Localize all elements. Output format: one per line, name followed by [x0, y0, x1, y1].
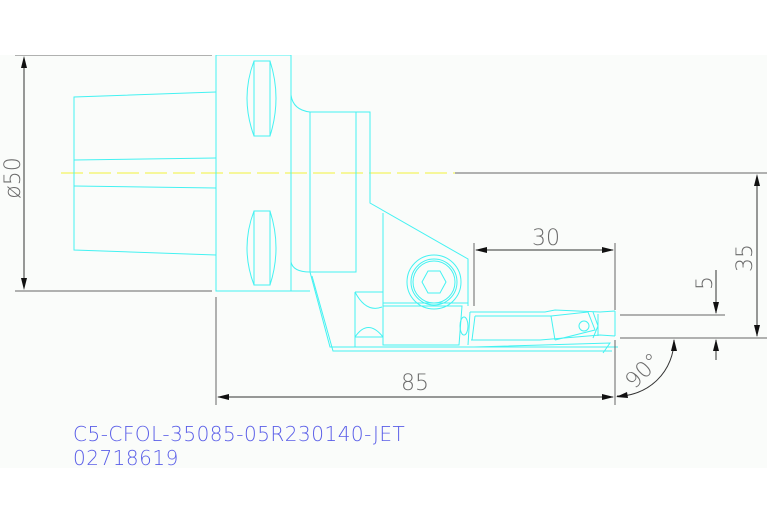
total-length-label: 85	[401, 371, 429, 396]
dimension-diameter: ø50	[1, 55, 212, 292]
clamp-screw	[406, 254, 462, 310]
drawing-canvas: ø50 35 30 5	[0, 55, 767, 470]
diameter-label: ø50	[1, 157, 26, 198]
tip-offset-label: 5	[693, 276, 718, 290]
flange	[215, 55, 292, 292]
overhang-label: 30	[532, 226, 560, 251]
angle-label: 90°	[621, 349, 666, 394]
technical-drawing: ø50 35 30 5	[1, 55, 767, 405]
boring-bar	[459, 309, 616, 354]
dimension-total-length: 85	[215, 297, 616, 405]
dimension-tip-offset: 5	[620, 270, 725, 360]
body	[216, 94, 618, 352]
article-number: 02718619	[73, 446, 179, 470]
height-label: 35	[733, 244, 758, 272]
dimension-angle: 90°	[616, 339, 677, 398]
shank-taper	[73, 91, 217, 256]
dimension-height: 35	[455, 172, 767, 339]
part-number: C5-CFOL-35085-05R230140-JET	[73, 422, 406, 446]
dimension-overhang: 30	[473, 226, 616, 310]
